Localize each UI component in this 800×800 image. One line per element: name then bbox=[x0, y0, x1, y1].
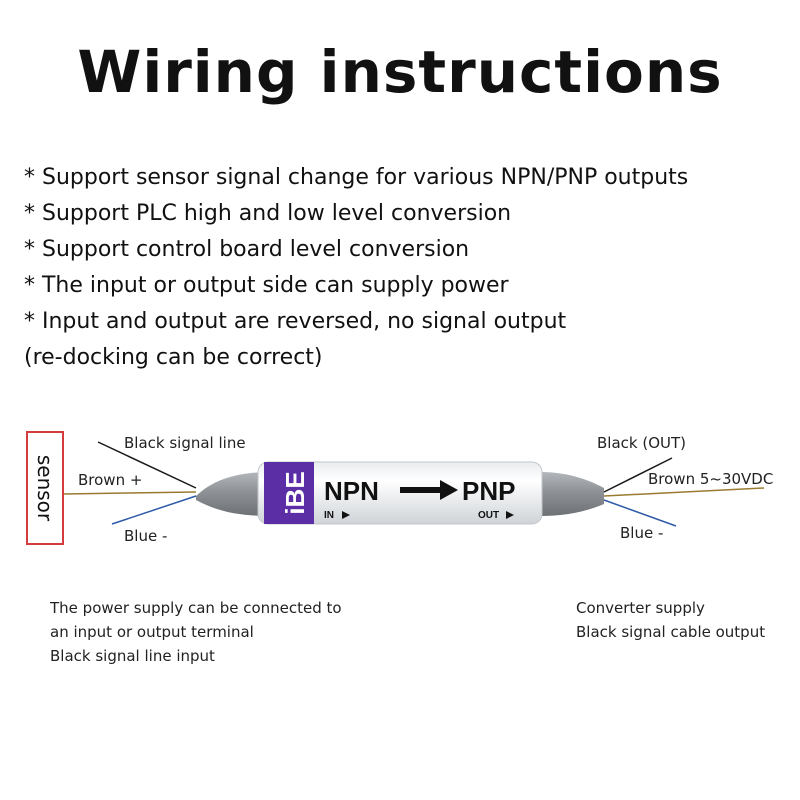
left-blue-wire bbox=[111, 495, 197, 525]
feature-item: * Input and output are reversed, no sign… bbox=[24, 309, 567, 334]
sensor-label: sensor bbox=[33, 454, 57, 522]
right-note: Converter supply Black signal cable outp… bbox=[576, 596, 765, 644]
right-blue-wire bbox=[603, 499, 677, 527]
in-marker: IN bbox=[324, 510, 334, 521]
left-black-wire bbox=[97, 441, 197, 489]
left-brown-wire-label: Brown + bbox=[78, 471, 143, 489]
right-brown-wire bbox=[603, 487, 765, 497]
left-blue-wire-label: Blue - bbox=[124, 527, 168, 545]
brand-band bbox=[264, 462, 314, 524]
left-note: The power supply can be connected to an … bbox=[50, 596, 342, 668]
note-line: The power supply can be connected to bbox=[50, 599, 342, 617]
note-line: Black signal line input bbox=[50, 647, 215, 665]
brand-logo: iBE bbox=[280, 471, 310, 514]
wiring-diagram: iBE NPN PNP IN OUT bbox=[63, 441, 765, 527]
out-marker: OUT bbox=[478, 510, 499, 521]
feature-item: * The input or output side can supply po… bbox=[24, 273, 509, 298]
note-line: Black signal cable output bbox=[576, 623, 766, 641]
left-brown-wire bbox=[63, 491, 197, 495]
feature-item: * Support control board level conversion bbox=[24, 237, 470, 262]
feature-item: * Support sensor signal change for vario… bbox=[24, 165, 689, 190]
sensor-label-box: sensor bbox=[26, 431, 64, 545]
in-arrow-icon bbox=[342, 511, 350, 519]
right-blue-wire-label: Blue - bbox=[620, 524, 664, 542]
right-brown-wire-label: Brown 5~30VDC bbox=[648, 470, 774, 488]
to-type: PNP bbox=[462, 476, 515, 506]
feature-list: * Support sensor signal change for vario… bbox=[24, 160, 688, 376]
right-cable bbox=[540, 472, 604, 516]
note-line: an input or output terminal bbox=[50, 623, 254, 641]
right-black-wire-label: Black (OUT) bbox=[597, 434, 687, 452]
arrow-right-icon bbox=[400, 480, 458, 500]
left-black-wire-label: Black signal line bbox=[124, 434, 246, 452]
feature-item: * Support PLC high and low level convers… bbox=[24, 201, 512, 226]
note-line: Converter supply bbox=[576, 599, 705, 617]
from-type: NPN bbox=[324, 476, 379, 506]
page-title: Wiring instructions bbox=[77, 38, 723, 106]
left-cable bbox=[196, 472, 272, 516]
feature-item: (re-docking can be correct) bbox=[24, 345, 323, 370]
out-arrow-icon bbox=[506, 511, 514, 519]
right-black-wire bbox=[603, 457, 673, 493]
